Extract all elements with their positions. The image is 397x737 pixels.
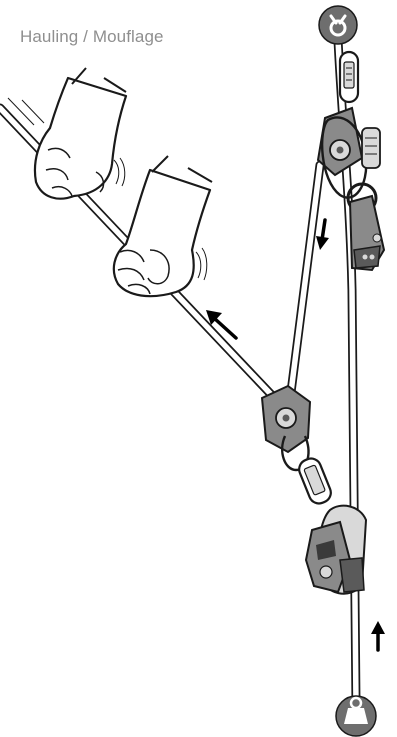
left-glove xyxy=(35,68,126,199)
top-carabiner xyxy=(340,52,358,102)
middle-pulley xyxy=(262,386,310,470)
rope-haul-strand xyxy=(290,165,320,400)
right-glove xyxy=(114,156,212,296)
arrow-down-icon xyxy=(316,220,329,250)
top-anchor xyxy=(319,6,357,44)
bottom-anchor xyxy=(336,696,376,736)
middle-carabiner xyxy=(296,456,334,507)
lower-capture-device xyxy=(306,506,366,594)
arrow-up-icon xyxy=(371,621,385,650)
